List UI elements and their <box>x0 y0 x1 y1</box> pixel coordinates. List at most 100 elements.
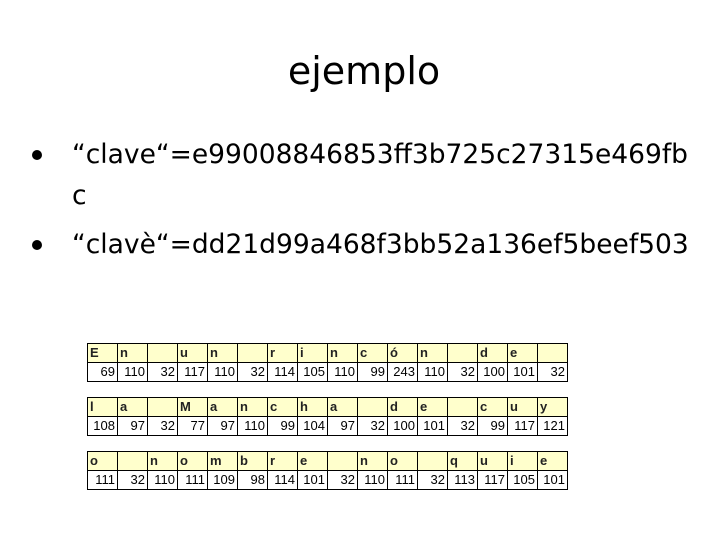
code-cell: 111 <box>177 470 208 490</box>
code-cell: 98 <box>237 470 268 490</box>
bullet-item: “clave“=e99008846853ff3b725c27315e469fbc <box>30 134 695 216</box>
code-cell: 108 <box>87 416 118 436</box>
char-cell: n <box>327 343 358 363</box>
char-cell <box>327 451 358 471</box>
code-cell: 99 <box>357 362 388 382</box>
char-cell: o <box>387 451 418 471</box>
char-cell: n <box>147 451 178 471</box>
code-cell: 101 <box>507 362 538 382</box>
char-cell <box>147 397 178 417</box>
char-cell: n <box>417 343 448 363</box>
char-cell: i <box>297 343 328 363</box>
char-cell: o <box>177 451 208 471</box>
code-cell: 111 <box>87 470 118 490</box>
code-cell: 97 <box>117 416 148 436</box>
code-cell: 117 <box>507 416 538 436</box>
slide-title: ejemplo <box>287 49 441 93</box>
char-cell: u <box>477 451 508 471</box>
bullet-text: “clave“=e99008846853ff3b725c27315e469fbc <box>72 139 689 211</box>
code-cell: 105 <box>297 362 328 382</box>
code-cell: 77 <box>177 416 208 436</box>
code-cell: 101 <box>417 416 448 436</box>
char-cell: u <box>507 397 538 417</box>
char-cell: n <box>117 343 148 363</box>
char-cell: e <box>417 397 448 417</box>
char-cell: a <box>207 397 238 417</box>
code-cell: 110 <box>237 416 268 436</box>
code-cell: 97 <box>327 416 358 436</box>
bullet-list: “clave“=e99008846853ff3b725c27315e469fbc… <box>30 134 695 273</box>
bullet-dot-icon <box>32 240 42 250</box>
code-cell: 109 <box>207 470 238 490</box>
char-cell: M <box>177 397 208 417</box>
code-cell: 32 <box>537 362 568 382</box>
code-cell: 110 <box>417 362 448 382</box>
char-cell: E <box>87 343 118 363</box>
code-cell: 105 <box>507 470 538 490</box>
char-cell: a <box>117 397 148 417</box>
char-cell: m <box>207 451 238 471</box>
char-cell <box>447 343 478 363</box>
char-cell <box>117 451 148 471</box>
char-cell <box>447 397 478 417</box>
bullet-dot-icon <box>32 150 42 160</box>
char-cell: c <box>477 397 508 417</box>
code-cell: 69 <box>87 362 118 382</box>
code-cell: 113 <box>447 470 478 490</box>
char-cell: c <box>267 397 298 417</box>
char-cell: r <box>267 451 298 471</box>
code-cell: 32 <box>147 362 178 382</box>
char-cell: h <box>297 397 328 417</box>
code-cell: 97 <box>207 416 238 436</box>
char-cell: e <box>297 451 328 471</box>
char-cell: c <box>357 343 388 363</box>
char-cell: q <box>447 451 478 471</box>
code-cell: 32 <box>237 362 268 382</box>
bullet-text: “clavè“=dd21d99a468f3bb52a136ef5beef503 <box>72 229 689 260</box>
code-cell: 110 <box>147 470 178 490</box>
code-cell: 99 <box>477 416 508 436</box>
code-cell: 121 <box>537 416 568 436</box>
code-cell: 32 <box>327 470 358 490</box>
code-cell: 117 <box>177 362 208 382</box>
code-cell: 114 <box>267 470 298 490</box>
code-cell: 110 <box>117 362 148 382</box>
char-cell: r <box>267 343 298 363</box>
code-cell: 32 <box>417 470 448 490</box>
code-cell: 100 <box>387 416 418 436</box>
char-cell: b <box>237 451 268 471</box>
char-cell: n <box>357 451 388 471</box>
char-cell <box>357 397 388 417</box>
code-cell: 100 <box>477 362 508 382</box>
code-cell: 110 <box>327 362 358 382</box>
char-cell: e <box>507 343 538 363</box>
bullet-item: “clavè“=dd21d99a468f3bb52a136ef5beef503 <box>30 224 695 265</box>
char-cell: a <box>327 397 358 417</box>
code-cell: 32 <box>447 362 478 382</box>
char-cell <box>417 451 448 471</box>
code-cell: 32 <box>357 416 388 436</box>
char-cell: u <box>177 343 208 363</box>
code-cell: 32 <box>447 416 478 436</box>
code-cell: 32 <box>147 416 178 436</box>
char-cell: d <box>477 343 508 363</box>
code-cell: 110 <box>357 470 388 490</box>
char-cell <box>147 343 178 363</box>
code-cell: 101 <box>537 470 568 490</box>
code-cell: 32 <box>117 470 148 490</box>
char-cell: d <box>387 397 418 417</box>
char-cell: e <box>537 451 568 471</box>
code-cell: 101 <box>297 470 328 490</box>
code-cell: 117 <box>477 470 508 490</box>
char-cell: i <box>507 451 538 471</box>
char-cell <box>237 343 268 363</box>
